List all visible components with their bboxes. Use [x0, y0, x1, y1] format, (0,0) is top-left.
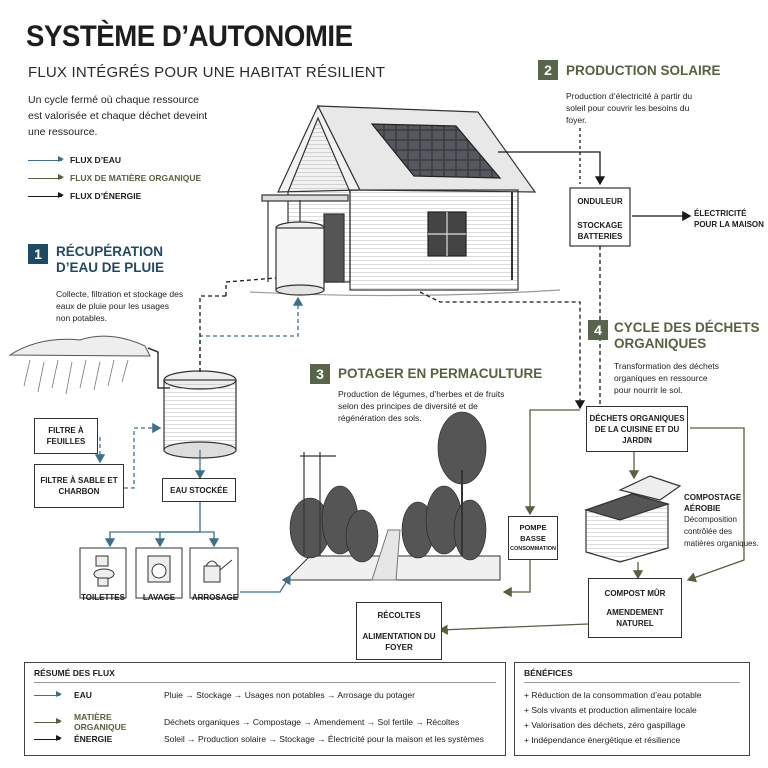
filter-sand-box: FILTRE À SABLE ET CHARBON — [34, 464, 124, 508]
toilet-icon — [93, 555, 115, 587]
organic-arrow-icon — [28, 174, 64, 180]
summary-row-organic: MATIÈRE ORGANIQUE Déchets organiques → C… — [34, 712, 459, 732]
battery-label: STOCKAGE BATTERIES — [577, 221, 623, 241]
legend-energy: FLUX D’ÉNERGIE — [28, 191, 141, 201]
intro-text: Un cycle fermé où chaque ressource est v… — [28, 94, 208, 138]
stored-water-box: EAU STOCKÉE — [162, 478, 236, 502]
summary-row-energy: ÉNERGIE Soleil → Production solaire → St… — [34, 734, 484, 744]
summary-row-water: EAU Pluie → Stockage → Usages non potabl… — [34, 690, 415, 700]
summary-title: RÉSUMÉ DES FLUX — [34, 668, 115, 678]
section-2-badge: 2 — [538, 60, 558, 80]
benefit-item: + Valorisation des déchets, zéro gaspill… — [524, 720, 686, 730]
water-arrow-icon — [34, 691, 62, 697]
house-illustration — [249, 104, 561, 297]
section-4-badge: 4 — [588, 320, 608, 340]
section-3-badge: 3 — [310, 364, 330, 384]
legend-water: FLUX D’EAU — [28, 155, 121, 165]
section-3-desc: Production de légumes, d’herbes et de fr… — [338, 389, 505, 423]
filter-leaves-box: FILTRE À FEUILLES — [34, 418, 98, 454]
benefit-item: + Indépendance énergétique et résilience — [524, 735, 681, 745]
water-tank-illustration — [163, 370, 237, 459]
watering-label: ARROSAGE — [191, 593, 239, 602]
rain-cloud-icon — [8, 335, 151, 395]
benefit-item: + Sols vivants et production alimentaire… — [524, 705, 697, 715]
section-2-title: PRODUCTION SOLAIRE — [566, 63, 721, 78]
section-1-desc: Collecte, filtration et stockage des eau… — [56, 289, 184, 323]
harvest-box: RÉCOLTES ALIMENTATION DU FOYER — [356, 602, 442, 660]
energy-arrow-icon — [28, 192, 64, 198]
organic-waste-box: DÉCHETS ORGANIQUES DE LA CUISINE ET DU J… — [586, 406, 688, 452]
flow-summary-panel — [24, 662, 506, 756]
benefits-panel — [514, 662, 750, 756]
section-4-title: CYCLE DES DÉCHETS ORGANIQUES — [614, 320, 760, 351]
inverter-label: ONDULEUR — [577, 197, 623, 206]
watering-can-icon — [203, 559, 233, 583]
section-1-title: RÉCUPÉRATION D’EAU DE PLUIE — [56, 244, 165, 275]
pump-box: POMPE BASSE CONSOMMATION — [508, 516, 558, 560]
water-arrow-icon — [28, 156, 64, 162]
compost-title: COMPOSTAGE AÉROBIE — [684, 493, 742, 513]
section-1-badge: 1 — [28, 244, 48, 264]
electricity-label: ÉLECTRICITÉ POUR LA MAISON — [694, 209, 764, 229]
section-3-title: POTAGER EN PERMACULTURE — [338, 366, 543, 381]
mature-compost-box: COMPOST MÛR AMENDEMENT NATUREL — [588, 578, 682, 638]
permaculture-garden-illustration — [284, 411, 501, 581]
compost-desc: Décomposition contrôlée des matières org… — [684, 515, 759, 548]
organic-arrow-icon — [34, 718, 62, 724]
section-2-desc: Production d’électricité à partir du sol… — [566, 91, 693, 125]
section-4-desc: Transformation des déchets organiques en… — [614, 361, 720, 395]
energy-arrow-icon — [34, 735, 62, 741]
benefits-title: BÉNÉFICES — [524, 668, 573, 678]
laundry-label: LAVAGE — [142, 593, 176, 602]
washing-machine-icon — [147, 555, 171, 583]
legend-organic: FLUX DE MATIÈRE ORGANIQUE — [28, 173, 201, 183]
page-subtitle: FLUX INTÉGRÉS POUR UNE HABITAT RÉSILIENT — [28, 64, 386, 81]
compost-bin-illustration — [584, 475, 682, 563]
page-title: SYSTÈME D’AUTONOMIE — [26, 20, 353, 53]
solar-panel-icon — [370, 123, 502, 179]
benefit-item: + Réduction de la consommation d’eau pot… — [524, 690, 702, 700]
toilets-label: TOILETTES — [81, 593, 125, 602]
